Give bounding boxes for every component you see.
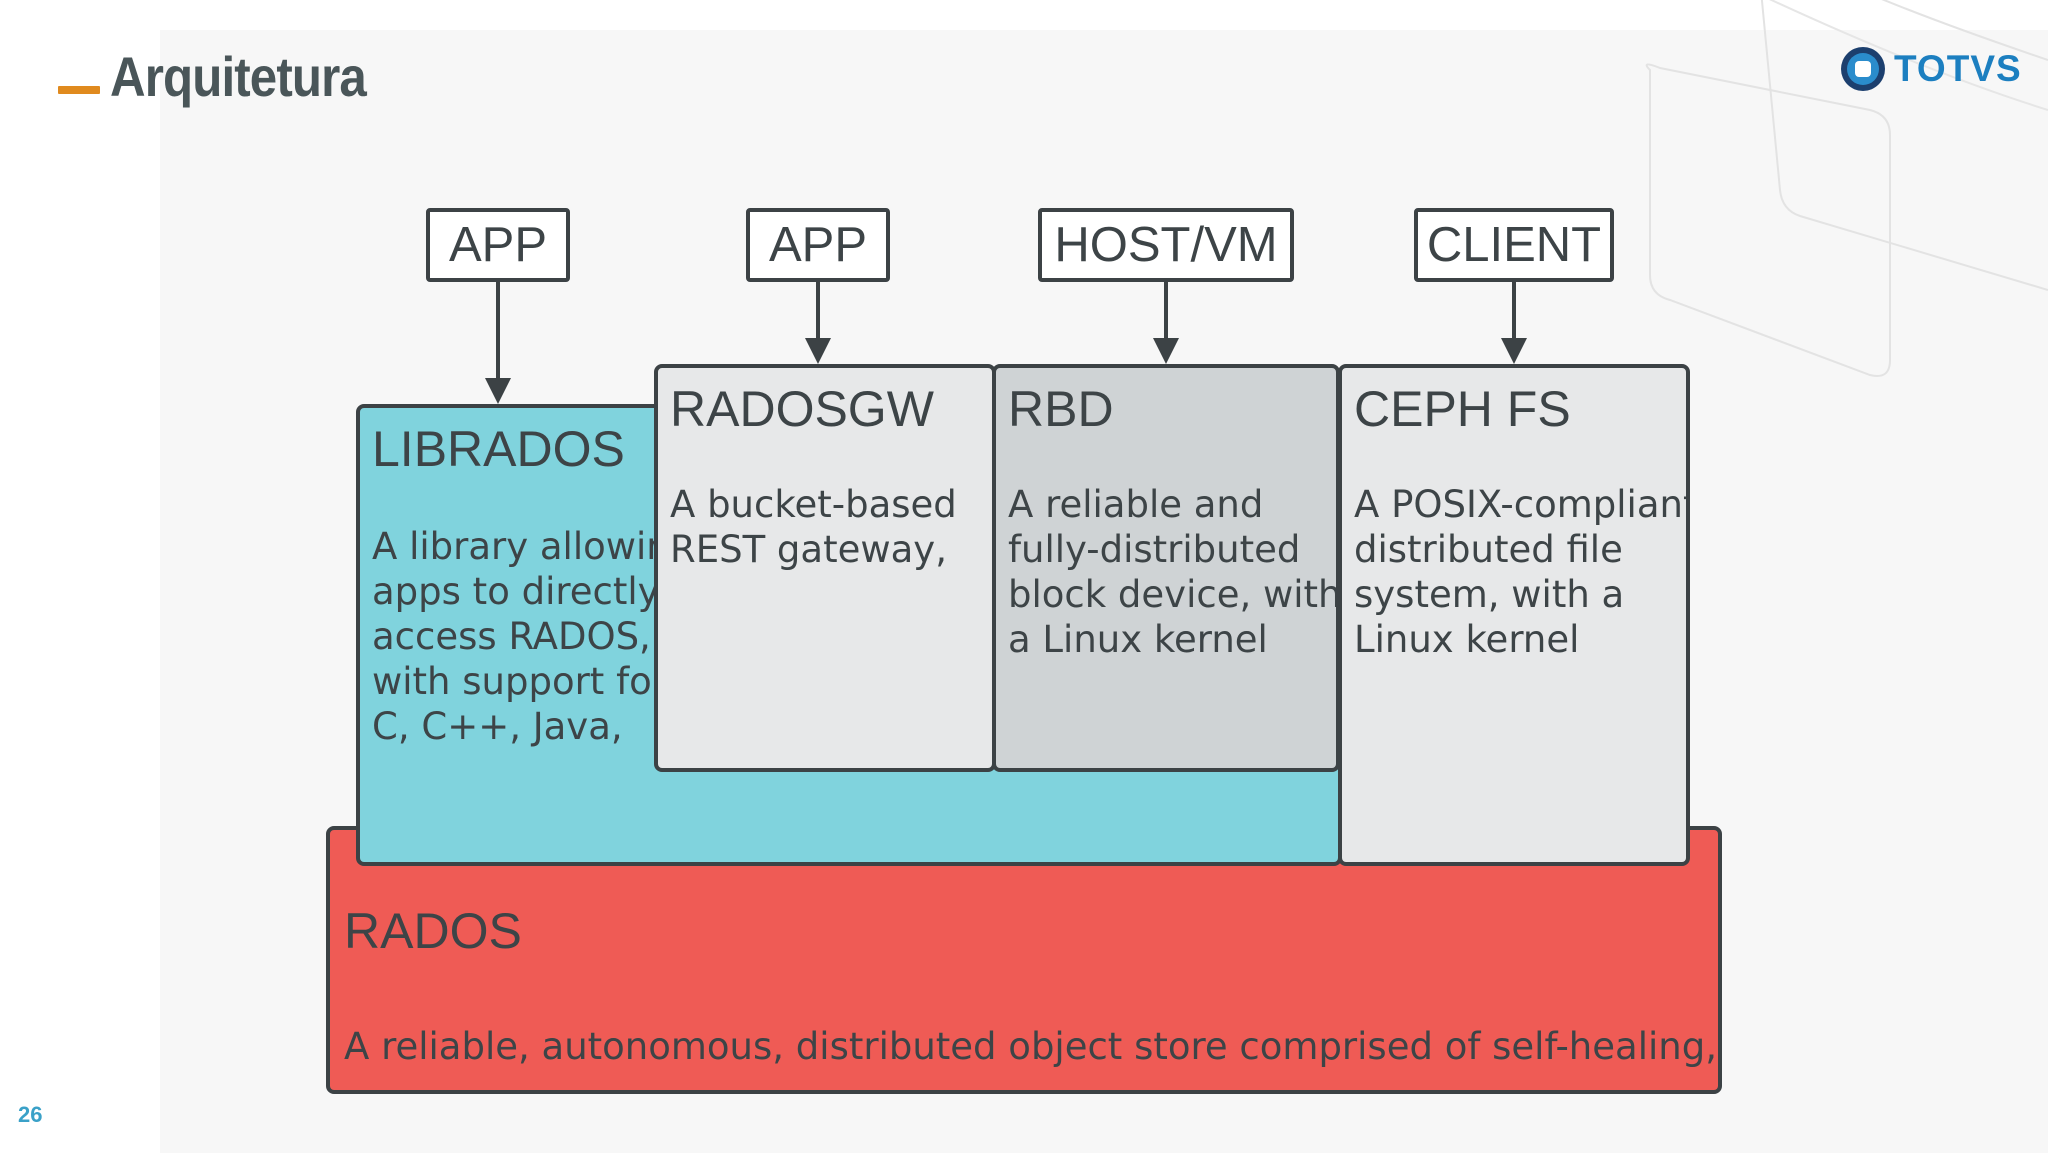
- cephfs-name: CEPH FS: [1354, 381, 1571, 437]
- rbd-box: RBD A reliable and fully-distributed blo…: [992, 364, 1340, 772]
- radosgw-box: RADOSGW A bucket-based REST gateway,: [654, 364, 996, 772]
- cephfs-description: A POSIX-compliant distributed file syste…: [1354, 483, 1690, 661]
- rados-name: RADOS: [344, 903, 522, 959]
- slide-title: Arquitetura: [110, 45, 367, 108]
- cephfs-box: CEPH FS A POSIX-compliant distributed fi…: [1338, 364, 1690, 866]
- totvs-logo-icon: [1841, 47, 1885, 91]
- title-accent-bar: [58, 86, 100, 94]
- totvs-logo: TOTVS: [1840, 46, 2022, 92]
- radosgw-name: RADOSGW: [670, 381, 934, 437]
- client-label-client: CLIENT: [1414, 208, 1614, 282]
- page-number: 26: [18, 1102, 43, 1127]
- client-label-host-vm: HOST/VM: [1038, 208, 1294, 282]
- librados-name: LIBRADOS: [372, 421, 625, 477]
- rbd-name: RBD: [1008, 381, 1114, 437]
- radosgw-description: A bucket-based REST gateway,: [670, 483, 957, 571]
- rados-description: A reliable, autonomous, distributed obje…: [344, 1025, 1717, 1068]
- logo-text: TOTVS: [1894, 48, 2022, 89]
- librados-description: A library allowin apps to directly acces…: [372, 525, 670, 748]
- rados-box: RADOS A reliable, autonomous, distribute…: [326, 826, 1722, 1094]
- rbd-description: A reliable and fully-distributed block d…: [1008, 483, 1340, 661]
- decorative-shapes: [1645, 0, 2048, 377]
- client-label-app-2: APP: [746, 208, 890, 282]
- client-label-app-1: APP: [426, 208, 570, 282]
